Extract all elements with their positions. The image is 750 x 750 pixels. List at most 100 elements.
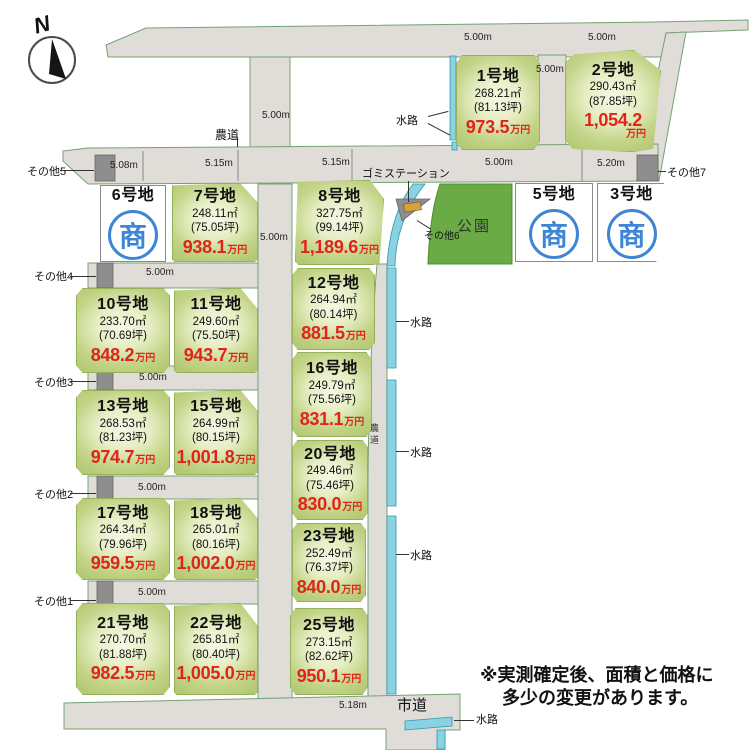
roads [62,19,749,750]
plot-area-tsubo: (75.05坪) [191,222,239,235]
parcel-sonota2 [96,475,114,500]
label-sonota2: その他2 [34,489,74,501]
waterway-bottom-stub [436,729,446,750]
road-top [105,19,749,58]
label-sonota4: その他4 [34,271,74,283]
plot-price: 938.1万円 [182,236,248,257]
plot-price: 848.2万円 [90,344,156,365]
dim-label: 5.00m [536,64,564,75]
leader-line [396,451,409,452]
plot-16: 16号地 249.79㎡ (75.56坪) 831.1万円 [292,352,372,437]
leader-line [396,321,409,322]
plot-area-sqm: 268.21㎡ [474,87,522,100]
commercial-mark: 商 [529,208,579,259]
other-parcels [94,154,659,605]
leader-line [658,171,666,172]
dim-label: 5.00m [138,587,166,598]
plot-area-tsubo: (82.62坪) [305,651,353,664]
parcel-sonota1 [96,580,114,605]
plot-area-tsubo: (80.14坪) [309,308,358,321]
plot-11: 11号地 249.60㎡ (75.50坪) 943.7万円 [174,288,258,373]
plot-area-sqm: 249.46㎡ [306,465,354,478]
plot-name: 15号地 [190,398,242,416]
plot-price: 881.5万円 [301,323,366,344]
plot-name: 22号地 [190,614,242,632]
label-sonota1: その他1 [34,596,74,608]
plot-name: 2号地 [591,61,635,79]
dim-label: 5.15m [322,157,350,168]
dim-label: 5.08m [110,160,138,171]
dim-label: 5.00m [146,267,174,278]
plot-area-sqm: 252.49㎡ [305,547,353,560]
plot-name: 1号地 [476,68,520,86]
plot-price: 959.5万円 [90,553,156,574]
parcel-sonota5 [94,154,116,182]
plot-17: 17号地 264.34㎡ (79.96坪) 959.5万円 [76,498,170,580]
road-street-3 [87,475,259,500]
plot-1: 1号地 268.21㎡ (81.13坪) 973.5万円 [456,55,540,150]
label-suiro-right-2: 水路 [410,447,432,459]
parcel-sonota4 [96,262,114,289]
leader-line [408,181,409,202]
label-suiro-right-1: 水路 [410,317,432,329]
plot-name: 25号地 [303,617,355,635]
plot-name: 20号地 [304,445,356,463]
label-sonota3: その他3 [34,377,74,389]
plot-area-sqm: 273.15㎡ [305,636,353,649]
leader-line [396,554,409,555]
compass-rose [28,36,76,84]
plot-name: 10号地 [97,296,149,314]
plot-price: 1,005.0万円 [176,663,256,684]
road-street-4 [87,580,259,605]
plot-name: 13号地 [97,398,149,416]
road-connector-top [249,56,291,153]
plot-name: 11号地 [190,296,242,314]
plot-price: 950.1万円 [296,665,362,686]
plot-area-tsubo: (81.88坪) [99,648,147,661]
plot-3-commercial: 3号地 商 [597,183,664,262]
plot-area-sqm: 249.60㎡ [192,315,240,328]
plot-13: 13号地 268.53㎡ (81.23坪) 974.7万円 [76,390,170,475]
plot-20: 20号地 249.46㎡ (75.46坪) 830.0万円 [292,440,368,520]
plot-area-tsubo: (70.69坪) [99,330,147,343]
road-bottom [63,693,461,750]
label-park: 公園 [457,218,492,235]
parcel-sonota7 [636,154,659,182]
leader-line [70,381,96,382]
plot-22: 22号地 265.81㎡ (80.40坪) 1,005.0万円 [174,603,258,695]
plot-5-commercial: 5号地 商 [515,183,593,262]
label-suiro-bottom: 水路 [476,714,498,726]
plot-price: 831.1万円 [299,408,365,429]
plot-area-tsubo: (80.40坪) [192,648,240,661]
plot-price: 1,189.6万円 [300,236,379,257]
waterway-right-1 [386,267,397,369]
plot-price: 1,002.0万円 [176,553,256,574]
leader-line [60,170,94,171]
plot-name: 7号地 [193,188,237,206]
label-sonota5: その他5 [27,166,67,178]
plot-area-sqm: 248.11㎡ [192,207,238,220]
plot-price: 830.0万円 [297,494,363,515]
plot-area-sqm: 290.43㎡ [589,81,637,94]
leader-line [237,137,238,147]
waterway-top-2 [451,141,458,151]
leader-line [70,600,96,601]
plot-area-tsubo: (81.23坪) [99,432,147,445]
road-central-vertical [257,183,293,701]
plot-25: 25号地 273.15㎡ (82.62坪) 950.1万円 [290,608,368,695]
plot-21: 21号地 270.70㎡ (81.88坪) 982.5万円 [76,603,170,695]
plot-23: 23号地 252.49㎡ (76.37坪) 840.0万円 [292,523,366,602]
waterway-right-2 [386,379,397,507]
garbage-station-marker [403,201,422,213]
leader-line [70,276,96,277]
dim-label: 5.00m [260,232,288,243]
compass-needle [49,39,66,79]
waterway-bottom [404,716,453,731]
label-suiro-top: 水路 [396,115,418,127]
plot-name: 3号地 [610,186,653,204]
plot-area-sqm: 265.01㎡ [192,524,240,537]
plot-area-sqm: 327.75㎡ [316,207,363,220]
commercial-mark: 商 [606,208,657,259]
plot-12: 12号地 264.94㎡ (80.14坪) 881.5万円 [292,268,375,350]
